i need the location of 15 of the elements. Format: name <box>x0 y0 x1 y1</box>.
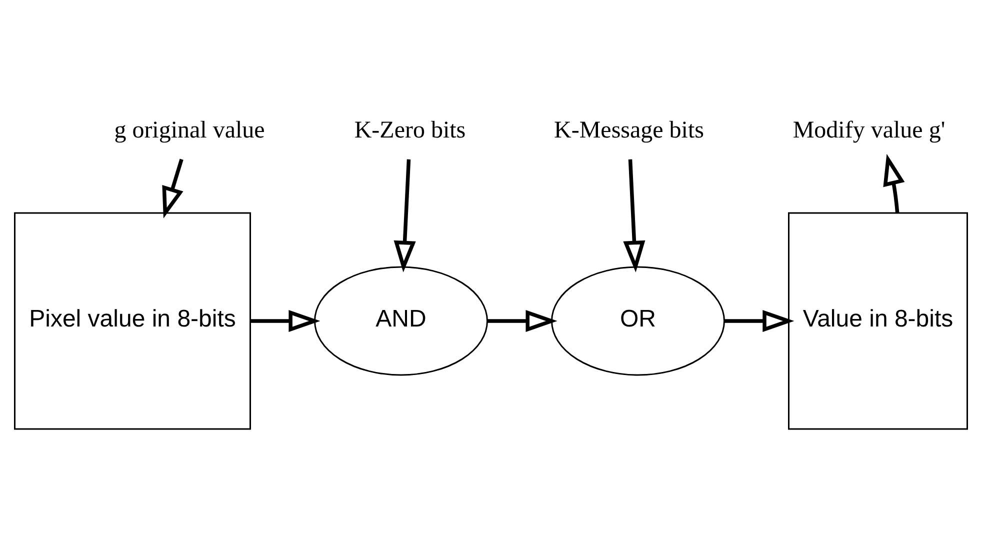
node-text: g original value <box>114 117 265 144</box>
node-text: K-Message bits <box>554 117 704 144</box>
arrow <box>162 158 184 218</box>
node-box: Pixel value in 8-bits <box>14 212 251 430</box>
arrow <box>250 309 320 332</box>
node-text: Modify value g' <box>792 117 946 144</box>
arrow <box>883 153 905 213</box>
node-box: Value in 8-bits <box>788 212 968 430</box>
arrow <box>724 309 794 332</box>
arrow <box>394 158 416 272</box>
node-ellipse: AND <box>314 266 488 376</box>
node-text: K-Zero bits <box>354 117 466 144</box>
arrow <box>623 158 646 272</box>
node-ellipse: OR <box>551 266 725 376</box>
arrow <box>488 309 558 332</box>
